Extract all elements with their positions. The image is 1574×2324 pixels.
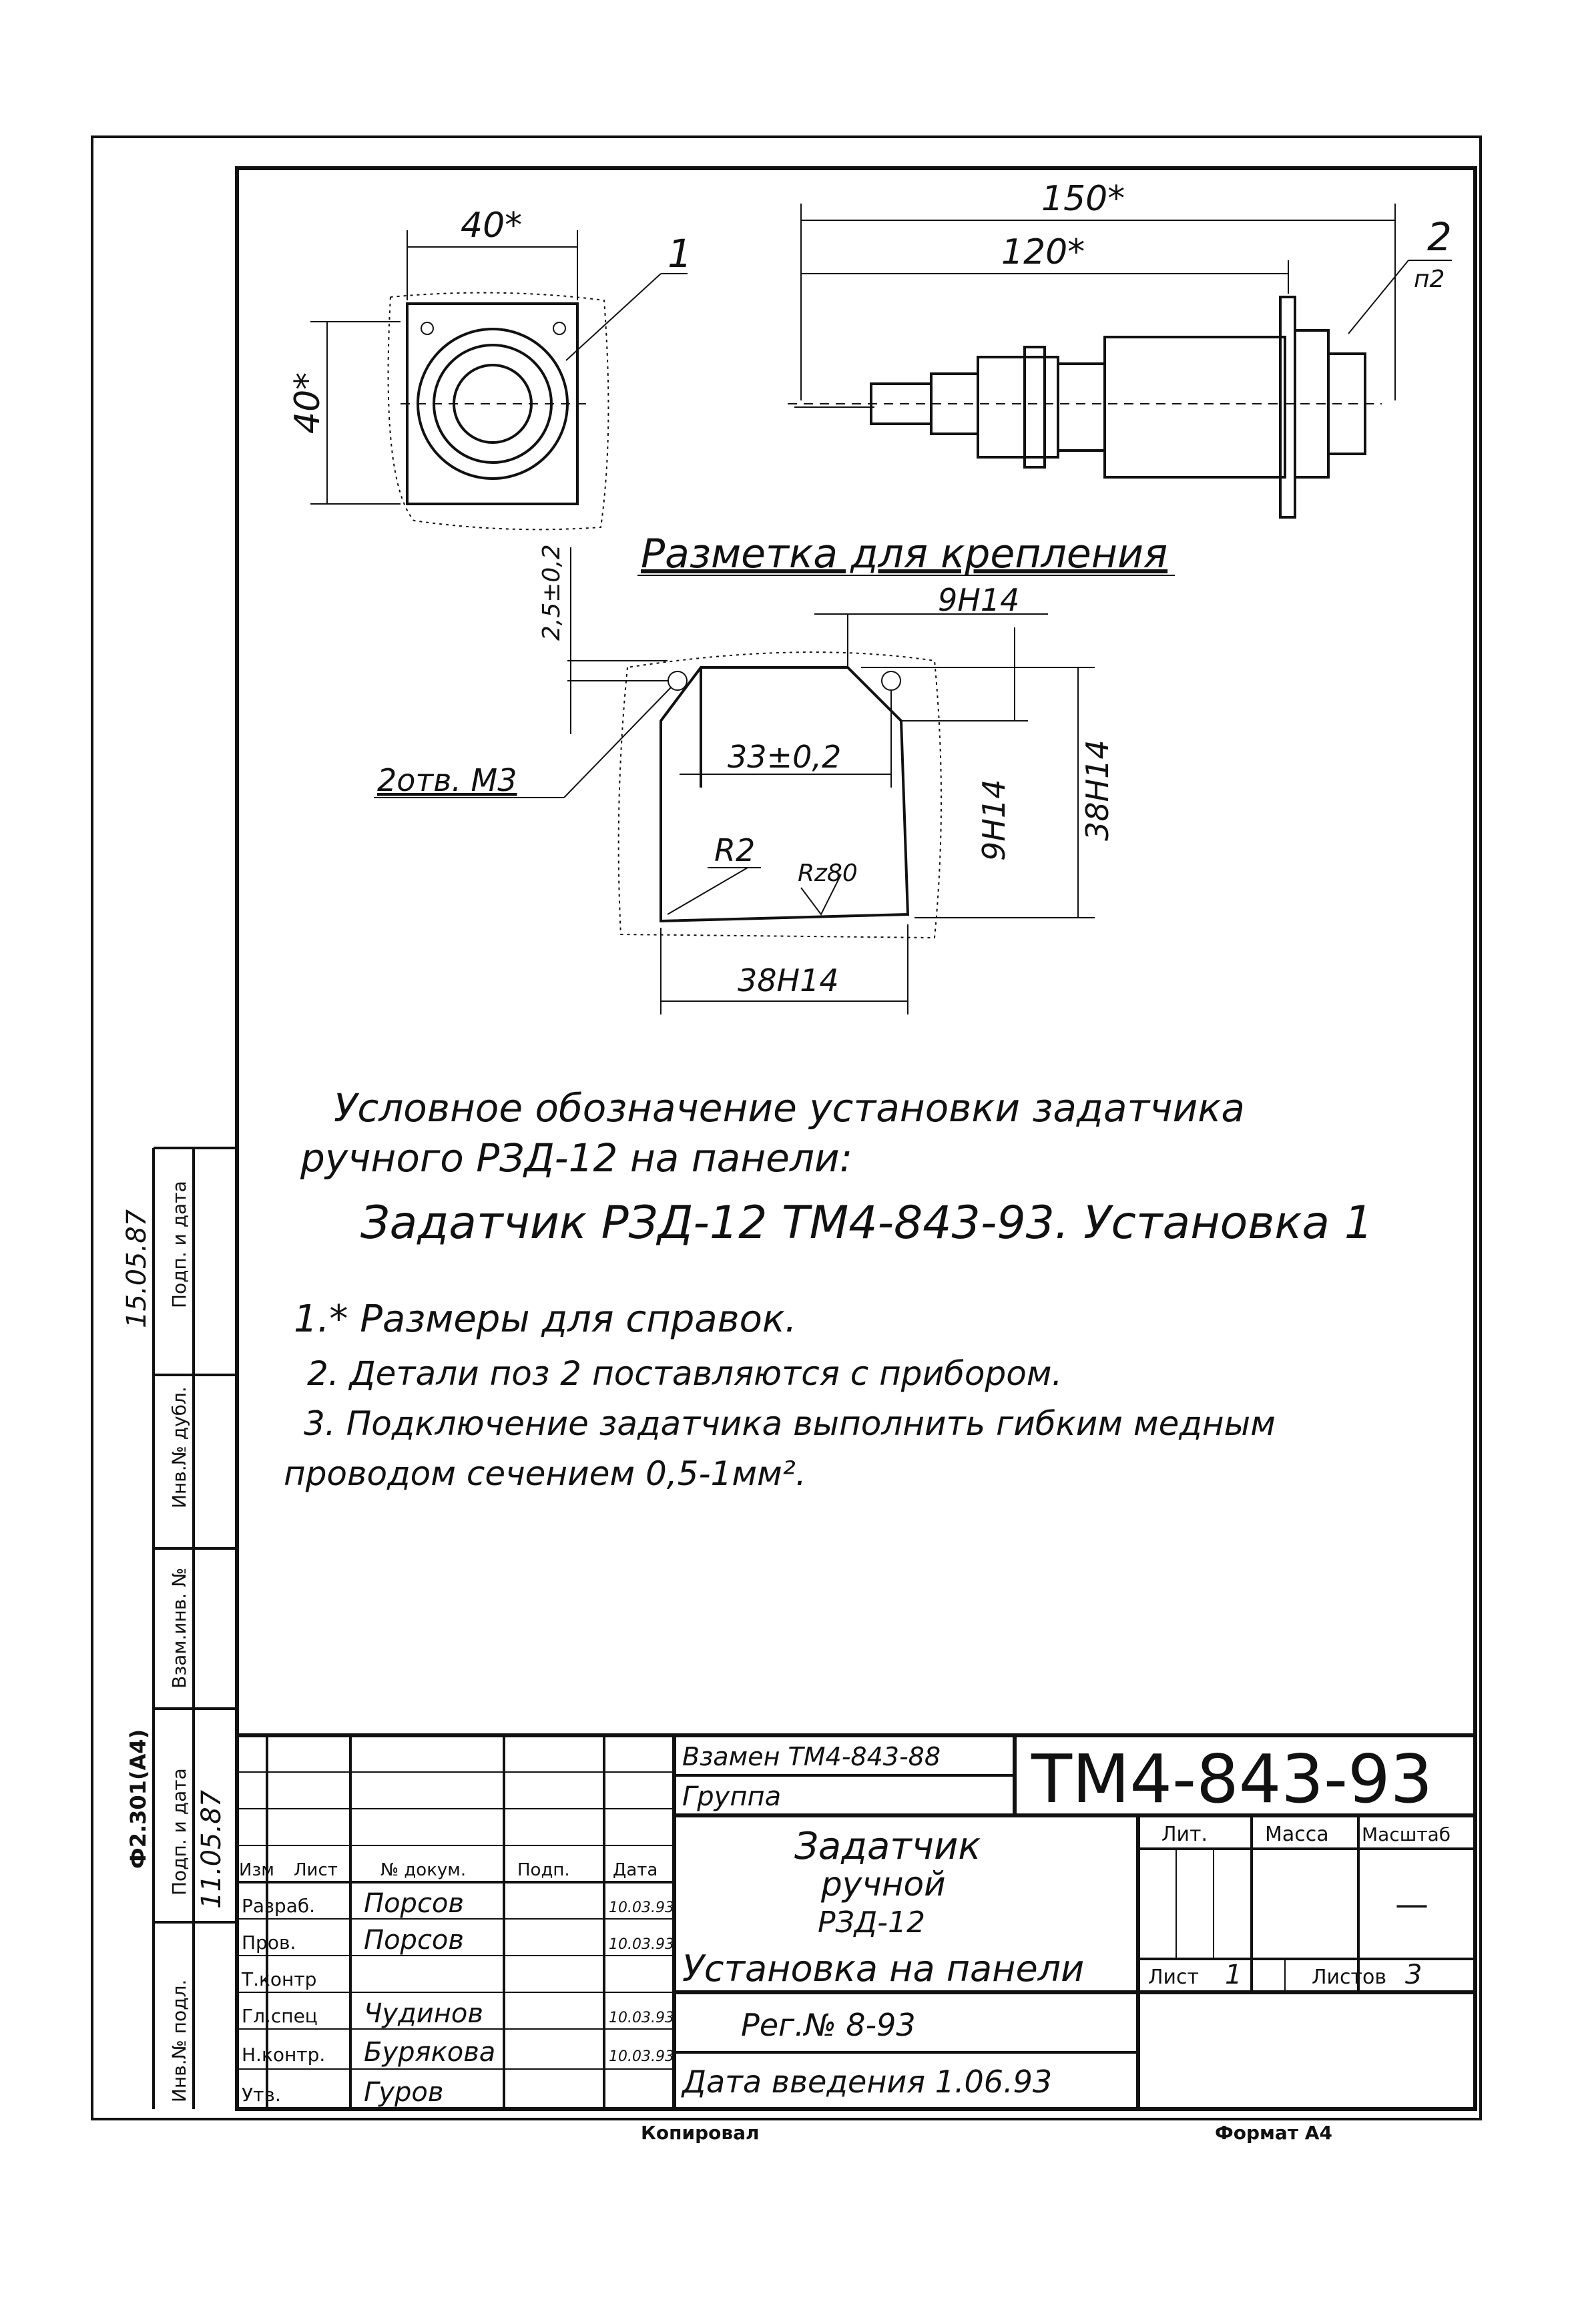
date-intro: Дата введения 1.06.93: [681, 2064, 1052, 2100]
name-line2: ручной: [820, 1865, 946, 1904]
sheet-label: Лист: [1148, 1966, 1199, 1989]
hdr-sign: Подп.: [517, 1860, 570, 1880]
note-2: 2. Детали поз 2 поставляются с прибором.: [307, 1354, 1062, 1393]
side-callout: 2: [1427, 214, 1452, 260]
outer-border: [91, 135, 1482, 2120]
designation-value: Задатчик РЗД-12 ТМ4-843-93. Установка 1: [360, 1197, 1373, 1249]
top-view: 40* 40* 1: [288, 206, 692, 531]
reg: Рег.№ 8-93: [741, 2007, 916, 2043]
marking-dim-offset: 2,5±0,2: [538, 544, 565, 641]
footer-format: Формат А4: [1215, 2122, 1332, 2144]
side-sign-date-top: 15.05.87: [121, 1209, 152, 1328]
replaces: Взамен ТМ4-843-88: [682, 1742, 941, 1771]
role-3: Гл.спец: [242, 2005, 318, 2027]
side-inv-dubl: Инв.№ дубл.: [168, 1386, 190, 1508]
marking-dim-width: 38H14: [738, 962, 839, 998]
name-line3: РЗД-12: [818, 1906, 925, 1940]
side-callout-sub: п2: [1414, 266, 1445, 293]
role-name-3: Чудинов: [364, 1998, 483, 2029]
marking-dim-holes: 33±0,2: [728, 739, 841, 775]
designation-intro-1: Условное обозначение установки задатчика: [334, 1085, 1245, 1131]
designation-intro-2: ручного РЗД-12 на панели:: [300, 1135, 852, 1181]
marking-dim-height: 38H14: [1079, 740, 1115, 841]
role-name-4: Бурякова: [364, 2037, 495, 2068]
role-date-4: 10.03.93: [609, 2048, 674, 2065]
top-height-dim: 40*: [288, 372, 328, 434]
role-1: Пров.: [242, 1932, 296, 1954]
side-view: 150* 120* 2 п2: [788, 179, 1452, 519]
footer-copied: Копировал: [641, 2122, 760, 2144]
side-inv-podl: Инв.№ подл.: [168, 1980, 190, 2102]
marking-holes-note: 2отв. М3: [377, 762, 517, 798]
top-width-dim: 40*: [461, 206, 522, 246]
side-body-dim: 120*: [1001, 232, 1085, 272]
name-line1: Задатчик: [794, 1825, 981, 1868]
top-callout: 1: [668, 231, 692, 276]
designation: Условное обозначение установки задатчика…: [300, 1085, 1373, 1249]
hdr-date: Дата: [613, 1860, 658, 1880]
side-overall-dim: 150*: [1041, 179, 1125, 219]
marking-roughness: Rz80: [798, 860, 858, 887]
hdr-doc: № докум.: [380, 1860, 466, 1880]
name-line4: Установка на панели: [682, 1948, 1084, 1990]
marking-dim-slot: 9H14: [938, 582, 1019, 618]
side-podp-top: Подп. и дата: [168, 1181, 190, 1308]
note-3b: проводом сечением 0,5-1мм².: [284, 1454, 806, 1493]
note-3a: 3. Подключение задатчика выполнить гибки…: [304, 1404, 1276, 1443]
role-name-0: Порсов: [364, 1888, 464, 1919]
role-date-3: 10.03.93: [609, 2010, 674, 2026]
role-2: Т.контр: [241, 1968, 316, 1990]
scale: Масштаб: [1362, 1823, 1451, 1845]
group: Группа: [682, 1781, 781, 1812]
note-1: 1.* Размеры для справок.: [294, 1297, 797, 1341]
role-name-1: Порсов: [364, 1925, 464, 1956]
inner-frame: [235, 166, 1477, 2111]
hdr-izm: Изм: [239, 1860, 274, 1880]
side-sign-date-bottom: 11.05.87: [196, 1789, 227, 1909]
role-name-5: Гуров: [364, 2077, 443, 2108]
lit: Лит.: [1161, 1823, 1208, 1846]
sheet-value: 1: [1225, 1960, 1242, 1990]
sheets-value: 3: [1405, 1960, 1422, 1990]
mass: Масса: [1265, 1823, 1329, 1846]
title-block: Изм Лист № докум. Подп. Дата Разраб. Пор…: [237, 1733, 1475, 2109]
marking-radius: R2: [714, 832, 755, 868]
marking-dim-slot-v: 9H14: [976, 780, 1012, 861]
side-vzam: Взам.инв. №: [168, 1568, 190, 1689]
role-5: Утв.: [242, 2084, 281, 2106]
role-0: Разраб.: [242, 1895, 315, 1917]
side-form-code: Ф2.301(А4): [125, 1729, 151, 1869]
marking-title: Разметка для крепления: [641, 531, 1167, 577]
role-4: Н.контр.: [242, 2044, 325, 2066]
sheets-label: Листов: [1312, 1966, 1386, 1989]
role-date-1: 10.03.93: [609, 1936, 674, 1953]
side-column: Подп. и дата Инв.№ дубл. Взам.инв. № Под…: [121, 1147, 237, 2109]
notes: 1.* Размеры для справок. 2. Детали поз 2…: [284, 1297, 1276, 1493]
doc-number: ТМ4-843-93: [1031, 1740, 1432, 1818]
role-date-0: 10.03.93: [609, 1900, 674, 1916]
side-podp-bottom: Подп. и дата: [168, 1768, 190, 1896]
hdr-list: Лист: [294, 1860, 338, 1880]
scale-value: —: [1395, 1885, 1428, 1924]
marking-view: Разметка для крепления 33±0,2 9H14 2,5±0…: [374, 531, 1175, 1014]
